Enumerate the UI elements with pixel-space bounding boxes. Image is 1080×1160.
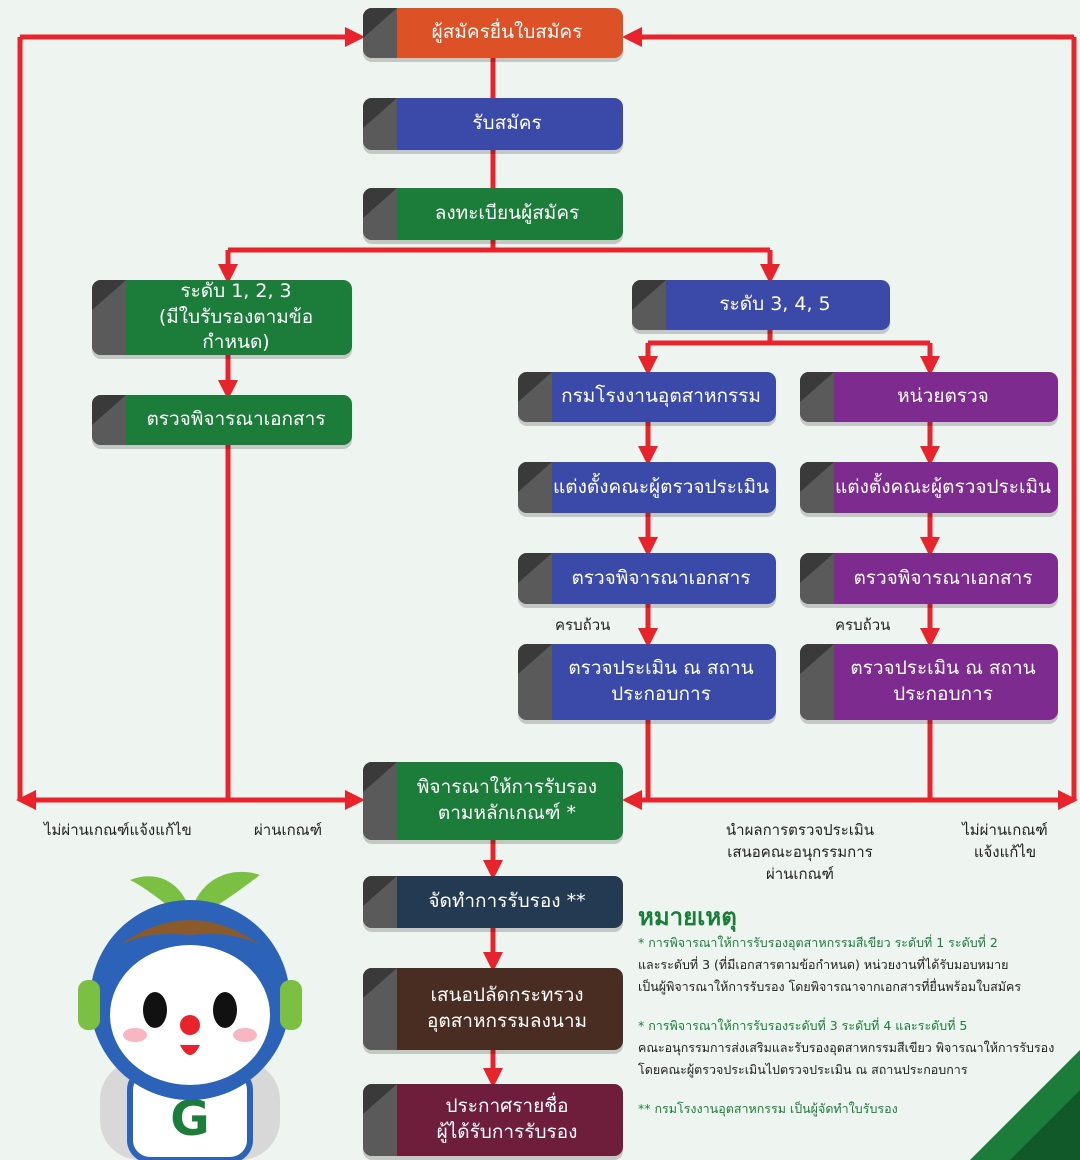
- fail-left-label: ไม่ผ่านเกณฑ์แจ้งแก้ไข: [44, 821, 192, 839]
- level-123-box: ระดับ 1, 2, 3 (มีใบรับรองตามข้อกำหนด): [92, 280, 352, 355]
- appoint-dept-box: แต่งตั้งคณะผู้ตรวจประเมิน: [518, 462, 776, 513]
- note-1: * การพิจารณาให้การรับรองอุตสาหกรรมสีเขีย…: [638, 932, 1078, 998]
- note-1-text: และระดับที่ 3 (ที่มีเอกสารตามข้อกำหนด) ห…: [638, 956, 1022, 994]
- doc-review-left-label: ตรวจพิจารณาเอกสาร: [146, 408, 326, 431]
- appoint-agency-box: แต่งตั้งคณะผู้ตรวจประเมิน: [800, 462, 1058, 513]
- certify-box: จัดทำการรับรอง **: [363, 876, 623, 928]
- propose-box: เสนอปลัดกระทรวง อุตสาหกรรมลงนาม: [363, 968, 623, 1050]
- fail-right-label: ไม่ผ่านเกณฑ์ แจ้งแก้ไข: [962, 821, 1048, 861]
- mascot-illustration: G: [78, 871, 302, 1160]
- receive-box: รับสมัคร: [363, 98, 623, 150]
- doc-review-dept-box: ตรวจพิจารณาเอกสาร: [518, 553, 776, 604]
- pass-left-label: ผ่านเกณฑ์: [254, 821, 323, 839]
- receive-label: รับสมัคร: [472, 112, 542, 135]
- dept-label: กรมโรงงานอุตสาหกรรม: [561, 385, 761, 408]
- consider-box: พิจารณาให้การรับรอง ตามหลักเกณฑ์ *: [363, 762, 623, 840]
- consider-label: พิจารณาให้การรับรอง ตามหลักเกณฑ์ *: [416, 776, 598, 824]
- note-3: ** กรมโรงงานอุตสาหกรรม เป็นผู้จัดทำใบรับ…: [638, 1098, 1078, 1120]
- certify-label: จัดทำการรับรอง **: [428, 890, 586, 913]
- mascot-shirt-letter: G: [170, 1091, 209, 1147]
- level-345-label: ระดับ 3, 4, 5: [719, 293, 831, 316]
- note-2-highlight: * การพิจารณาให้การรับรองระดับที่ 3 ระดับ…: [638, 1018, 968, 1033]
- applicant-box: ผู้สมัครยื่นใบสมัคร: [363, 8, 623, 58]
- appoint-agency-label: แต่งตั้งคณะผู้ตรวจประเมิน: [835, 475, 1051, 498]
- doc-review-left-box: ตรวจพิจารณาเอกสาร: [92, 395, 352, 445]
- note-2: * การพิจารณาให้การรับรองระดับที่ 3 ระดับ…: [638, 1015, 1078, 1081]
- onsite-agency-box: ตรวจประเมิน ณ สถาน ประกอบการ: [800, 644, 1058, 720]
- register-label: ลงทะเบียนผู้สมัคร: [434, 202, 580, 225]
- present-results-label: นำผลการตรวจประเมิน เสนอคณะอนุกรรมการ ผ่า…: [725, 821, 875, 883]
- note-2-text: คณะอนุกรรมการส่งเสริมและรับรองอุตสาหกรรม…: [638, 1039, 1055, 1077]
- onsite-dept-label: ตรวจประเมิน ณ สถาน ประกอบการ: [568, 657, 754, 705]
- propose-label: เสนอปลัดกระทรวง อุตสาหกรรมลงนาม: [426, 984, 588, 1032]
- complete-dept-label: ครบถ้วน: [555, 616, 611, 634]
- agency-label: หน่วยตรวจ: [897, 385, 989, 408]
- announce-box: ประกาศรายชื่อ ผู้ได้รับการรับรอง: [363, 1084, 623, 1156]
- note-3-highlight: ** กรมโรงงานอุตสาหกรรม เป็นผู้จัดทำใบรับ…: [638, 1101, 898, 1116]
- announce-label: ประกาศรายชื่อ ผู้ได้รับการรับรอง: [436, 1095, 578, 1143]
- agency-box: หน่วยตรวจ: [800, 372, 1058, 422]
- doc-review-agency-label: ตรวจพิจารณาเอกสาร: [853, 566, 1033, 589]
- doc-review-agency-box: ตรวจพิจารณาเอกสาร: [800, 553, 1058, 604]
- doc-review-dept-label: ตรวจพิจารณาเอกสาร: [571, 566, 751, 589]
- appoint-dept-label: แต่งตั้งคณะผู้ตรวจประเมิน: [553, 475, 769, 498]
- corner-decoration: [970, 1050, 1080, 1160]
- notes-title: หมายเหตุ: [638, 903, 737, 931]
- level-345-box: ระดับ 3, 4, 5: [632, 280, 890, 330]
- register-box: ลงทะเบียนผู้สมัคร: [363, 188, 623, 240]
- onsite-dept-box: ตรวจประเมิน ณ สถาน ประกอบการ: [518, 644, 776, 720]
- onsite-agency-label: ตรวจประเมิน ณ สถาน ประกอบการ: [850, 657, 1036, 705]
- complete-agency-label: ครบถ้วน: [835, 616, 891, 634]
- dept-box: กรมโรงงานอุตสาหกรรม: [518, 372, 776, 422]
- applicant-label: ผู้สมัครยื่นใบสมัคร: [431, 21, 583, 44]
- note-1-highlight: * การพิจารณาให้การรับรองอุตสาหกรรมสีเขีย…: [638, 935, 998, 950]
- level-123-label: ระดับ 1, 2, 3 (มีใบรับรองตามข้อกำหนด): [158, 280, 314, 354]
